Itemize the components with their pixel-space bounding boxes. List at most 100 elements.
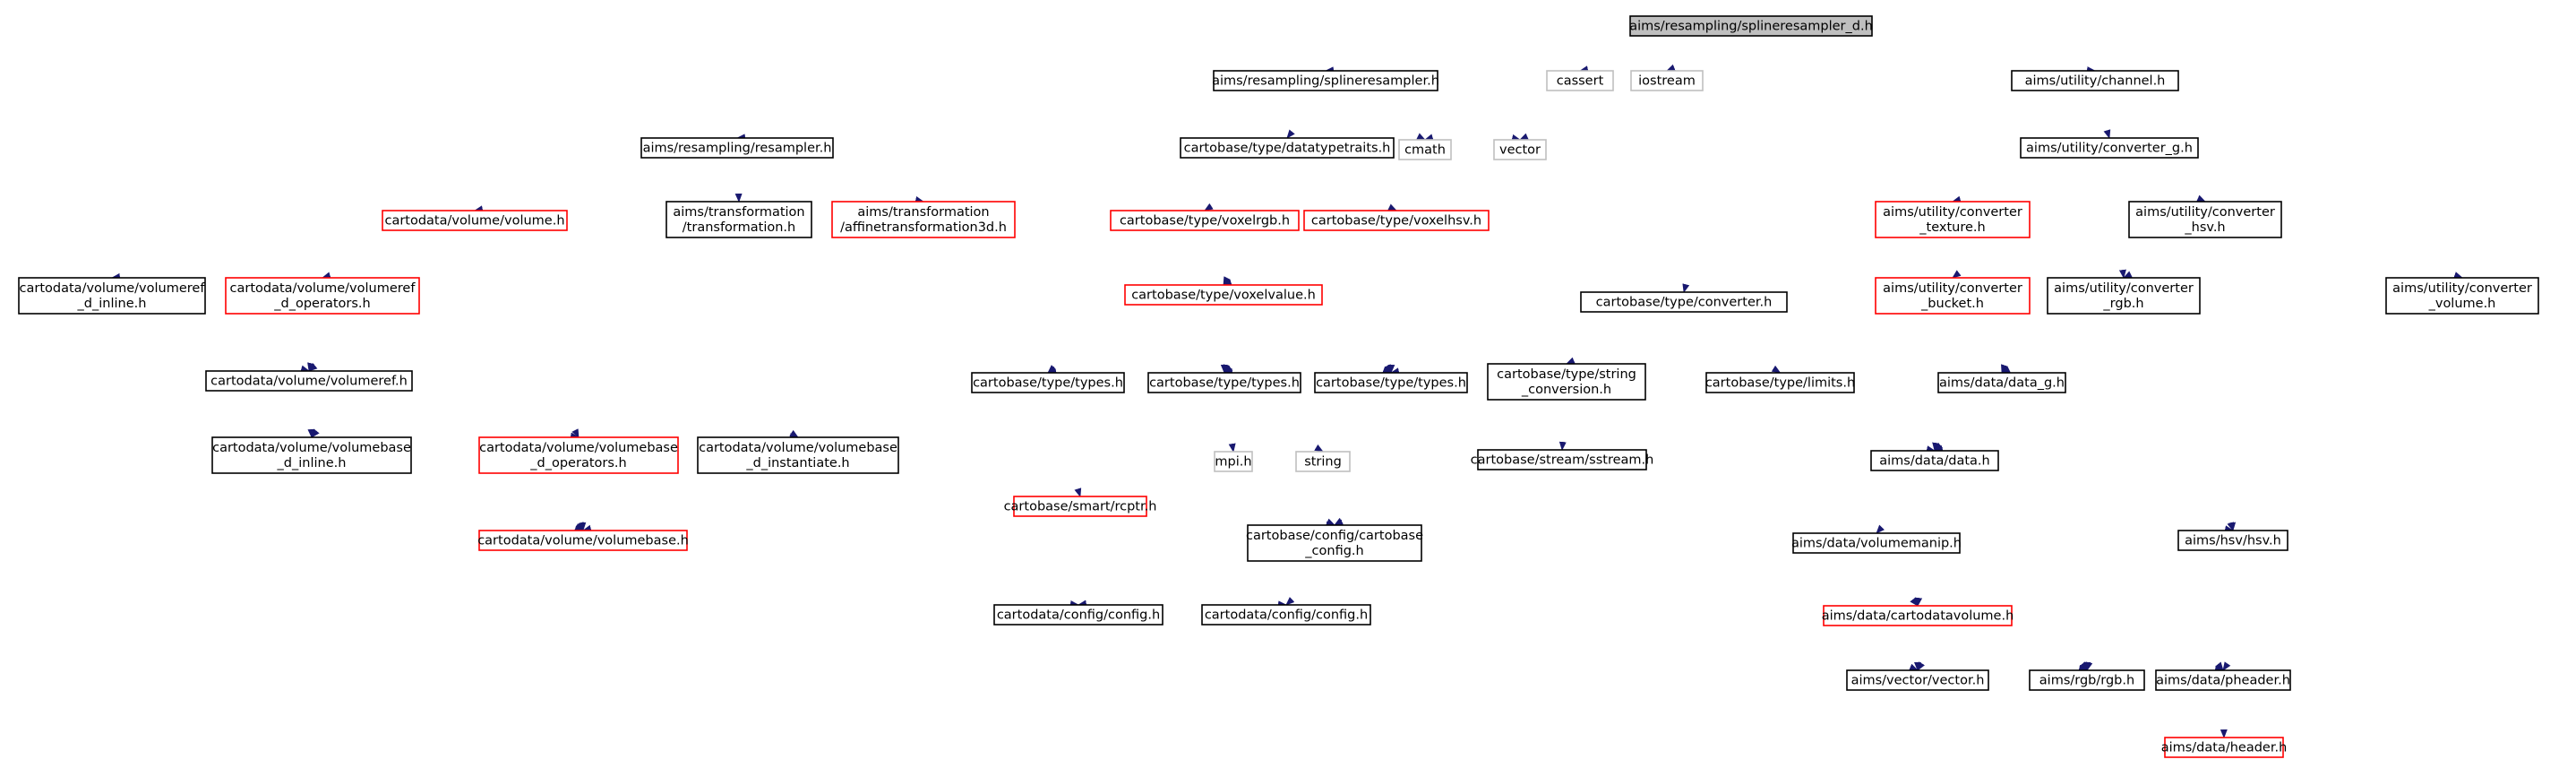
node-voxelrgb[interactable]: cartobase/type/voxelrgb.h xyxy=(1110,210,1300,231)
node-box xyxy=(1937,372,2066,393)
node-conv-bucket[interactable]: aims/utility/converter_bucket.h xyxy=(1875,277,2031,315)
edge-datatypetraits-to-voxelrgb xyxy=(1204,203,1214,211)
node-voxelvalue[interactable]: cartobase/type/voxelvalue.h xyxy=(1124,284,1323,306)
node-volume[interactable]: cartodata/volume/volume.h xyxy=(382,210,568,231)
edge-root-to-cassert xyxy=(1579,65,1589,73)
edge-splineresampler-to-datatypetraits xyxy=(1286,129,1295,139)
node-label: _d_operators.h xyxy=(273,297,370,311)
edge-volume-to-volumeref-ops xyxy=(322,272,331,280)
node-volumebase-inline[interactable]: cartodata/volume/volumebase_d_inline.h xyxy=(211,436,412,474)
node-converter[interactable]: cartobase/type/converter.h xyxy=(1580,291,1788,313)
node-cmath[interactable]: cmath xyxy=(1398,139,1452,160)
node-box xyxy=(1487,363,1646,401)
node-types2[interactable]: cartobase/type/types.h xyxy=(1147,372,1301,393)
node-label: _config.h xyxy=(1304,544,1363,558)
node-label: cartodata/volume/volumeref xyxy=(230,281,416,296)
node-label: aims/data/cartodatavolume.h xyxy=(1822,609,2014,624)
node-label: _d_instantiate.h xyxy=(745,456,849,470)
edge-splineresampler-to-vector xyxy=(1511,134,1521,142)
node-string[interactable]: string xyxy=(1295,451,1351,472)
node-label: cartobase/type/datatypetraits.h xyxy=(1184,142,1391,156)
nodes-layer: aims/resampling/splineresampler_d.h aims/… xyxy=(18,15,2539,758)
node-conv-rgb[interactable]: aims/utility/converter_rgb.h xyxy=(2047,277,2201,315)
node-box xyxy=(1705,372,1855,393)
node-label: cartobase/type/converter.h xyxy=(1596,296,1773,310)
node-label: cartodata/volume/volumeref xyxy=(20,281,206,296)
node-datatypetraits[interactable]: cartobase/type/datatypetraits.h xyxy=(1180,137,1395,159)
edge-conv-rgb-to-data-g xyxy=(2001,366,2011,374)
node-conv-texture[interactable]: aims/utility/converter_texture.h xyxy=(1875,201,2031,238)
node-label: aims/utility/converter xyxy=(1883,281,2022,296)
node-label: cartobase/smart/rcptr.h xyxy=(1004,500,1157,514)
edge-data-to-volumemanip xyxy=(1876,524,1885,534)
node-types3[interactable]: cartobase/type/types.h xyxy=(1314,372,1468,393)
node-data-g[interactable]: aims/data/data_g.h xyxy=(1937,372,2066,393)
node-label: _bucket.h xyxy=(1920,297,1984,311)
edge-resampler-to-affine3d xyxy=(914,196,924,203)
node-resampler[interactable]: aims/resampling/resampler.h xyxy=(640,137,834,159)
node-conv-hsv[interactable]: aims/utility/converter_hsv.h xyxy=(2128,201,2282,238)
node-mpi[interactable]: mpi.h xyxy=(1214,451,1253,472)
node-cartobase-config[interactable]: cartobase/config/cartobase_config.h xyxy=(1246,524,1423,562)
node-cassert[interactable]: cassert xyxy=(1546,70,1614,91)
edge-conv-hsv-to-conv-rgb xyxy=(2123,271,2133,279)
node-vector-h[interactable]: aims/vector/vector.h xyxy=(1846,669,1989,691)
node-root[interactable]: aims/resampling/splineresampler_d.h xyxy=(1629,15,1873,37)
node-channel[interactable]: aims/utility/channel.h xyxy=(2011,70,2179,91)
node-volumebase-ops[interactable]: cartodata/volume/volumebase_d_operators.… xyxy=(478,436,679,474)
node-types1[interactable]: cartobase/type/types.h xyxy=(971,372,1125,393)
edge-channel-to-converter-g xyxy=(2103,129,2111,139)
edge-converter-g-to-conv-hsv xyxy=(2196,194,2206,203)
node-transformation[interactable]: aims/transformation/transformation.h xyxy=(665,201,812,238)
node-data[interactable]: aims/data/data.h xyxy=(1870,450,1999,471)
node-iostream[interactable]: iostream xyxy=(1630,70,1704,91)
node-box xyxy=(225,277,420,315)
node-vector[interactable]: vector xyxy=(1493,139,1547,160)
node-limits[interactable]: cartobase/type/limits.h xyxy=(1705,372,1855,393)
node-label: aims/utility/converter_g.h xyxy=(2026,142,2193,156)
node-sstream[interactable]: cartobase/stream/sstream.h xyxy=(1471,449,1654,470)
node-cartodatavolume[interactable]: aims/data/cartodatavolume.h xyxy=(1822,605,2014,626)
node-volumeref[interactable]: cartodata/volume/volumeref.h xyxy=(205,370,413,392)
node-volumemanip[interactable]: aims/data/volumemanip.h xyxy=(1791,532,1962,554)
node-affine3d[interactable]: aims/transformation/affinetransformation… xyxy=(831,201,1016,238)
node-box xyxy=(1314,372,1468,393)
node-config2[interactable]: cartodata/config/config.h xyxy=(1201,604,1371,626)
node-label: string xyxy=(1304,455,1342,470)
edge-volumeref-inline-to-volumeref xyxy=(300,365,310,373)
node-rgb[interactable]: aims/rgb/rgb.h xyxy=(2029,669,2145,691)
node-rcptr[interactable]: cartobase/smart/rcptr.h xyxy=(1004,496,1157,517)
edge-volumebase-ops-to-volumebase xyxy=(579,522,587,531)
node-box xyxy=(993,604,1163,626)
node-volumeref-ops[interactable]: cartodata/volume/volumeref_d_operators.h xyxy=(225,277,420,315)
node-box xyxy=(1398,139,1452,160)
edge-data-to-hsv xyxy=(2224,525,2234,533)
node-converter-g[interactable]: aims/utility/converter_g.h xyxy=(2020,137,2199,159)
node-header[interactable]: aims/data/header.h xyxy=(2161,737,2288,758)
node-label: cartodata/volume/volumebase xyxy=(212,441,411,455)
node-box xyxy=(1870,450,1999,471)
node-label: aims/rgb/rgb.h xyxy=(2039,674,2134,688)
node-pheader[interactable]: aims/data/pheader.h xyxy=(2155,669,2291,691)
node-box xyxy=(2029,669,2145,691)
node-splineresampler[interactable]: aims/resampling/splineresampler.h xyxy=(1212,70,1439,91)
node-label: cmath xyxy=(1404,143,1446,158)
node-label: vector xyxy=(1499,143,1541,158)
node-box xyxy=(2177,530,2288,551)
node-string-conv[interactable]: cartobase/type/string_conversion.h xyxy=(1487,363,1646,401)
node-label: aims/transformation xyxy=(857,205,989,220)
node-hsv[interactable]: aims/hsv/hsv.h xyxy=(2177,530,2288,551)
node-box xyxy=(1629,15,1873,37)
node-label: cartobase/type/types.h xyxy=(973,376,1123,391)
node-box xyxy=(211,436,412,474)
node-volumebase-inst[interactable]: cartodata/volume/volumebase_d_instantiat… xyxy=(697,436,899,474)
node-conv-volume[interactable]: aims/utility/converter_volume.h xyxy=(2385,277,2539,315)
node-voxelhsv[interactable]: cartobase/type/voxelhsv.h xyxy=(1303,210,1490,231)
node-volumebase[interactable]: cartodata/volume/volumebase.h xyxy=(477,530,689,551)
node-config1[interactable]: cartodata/config/config.h xyxy=(993,604,1163,626)
edge-volume-to-volumebase-ops xyxy=(571,428,580,438)
edge-converter-to-string-conv xyxy=(1566,357,1576,365)
node-volumeref-inline[interactable]: cartodata/volume/volumeref_d_inline.h xyxy=(18,277,206,315)
node-box xyxy=(1213,70,1438,91)
